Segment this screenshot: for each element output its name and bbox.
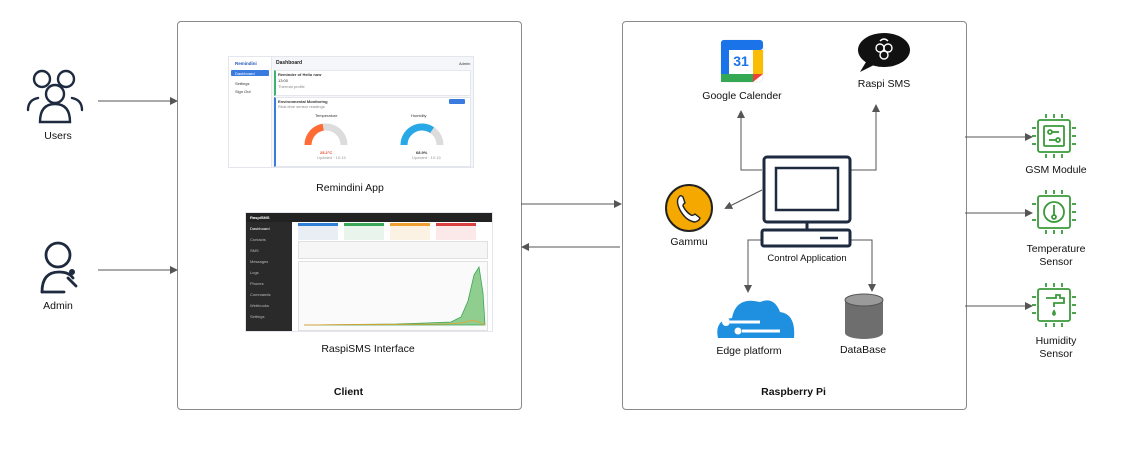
remindini-card1-title: Reminder of Hello now bbox=[278, 72, 322, 77]
gauge-fill-humidity bbox=[400, 123, 435, 146]
control-to-gammu-arrow bbox=[724, 189, 763, 209]
gsm-chip-icon bbox=[1032, 114, 1076, 158]
gsm-module-label: GSM Module bbox=[1025, 164, 1087, 176]
raspisms-nav-item[interactable]: Messages bbox=[250, 259, 269, 264]
raspisms-chart-area bbox=[303, 265, 486, 326]
users-label: Users bbox=[44, 130, 72, 142]
control-to-database-arrow bbox=[848, 239, 876, 292]
remindini-nav-dashboard[interactable]: Dashboard bbox=[235, 71, 255, 76]
remindini-gauge1-value: 25.2°C bbox=[320, 150, 333, 155]
phone-icon bbox=[665, 184, 713, 232]
raspisms-nav-item[interactable]: Dashboard bbox=[250, 226, 270, 231]
raspisms-nav-item[interactable]: SMS bbox=[250, 248, 259, 253]
remindini-nav-signout[interactable]: Sign Out bbox=[235, 89, 251, 94]
cloud-icon bbox=[717, 300, 795, 338]
raspisms-nav-item[interactable]: Settings bbox=[250, 314, 265, 319]
client-title: Client bbox=[333, 386, 364, 398]
raspisms-chart-line bbox=[303, 319, 486, 326]
admin-icon bbox=[40, 241, 78, 294]
raspisms-nav-item[interactable]: Webhooks bbox=[250, 303, 269, 308]
control-to-edge-arrow bbox=[744, 239, 764, 293]
raspisms-nav-item[interactable]: Phones bbox=[250, 281, 264, 286]
remindini-gauge1-label: Temperature bbox=[315, 113, 338, 118]
remindini-gauge1-sub: Updated · 10:15 bbox=[317, 155, 346, 160]
temperature-sensor-label-line1: Temperature bbox=[1026, 243, 1086, 255]
google-calendar-icon bbox=[720, 39, 764, 83]
computer-icon bbox=[760, 155, 852, 248]
remindini-gauge2-label: Humidity bbox=[411, 113, 427, 118]
google-calendar-day: 31 bbox=[733, 53, 749, 69]
remindini-reminder-card bbox=[274, 70, 471, 96]
raspisms-interface-label: RaspiSMS Interface bbox=[321, 343, 415, 355]
raspisms-chart bbox=[303, 265, 486, 326]
remindini-nav-active[interactable] bbox=[231, 70, 269, 76]
remindini-screenshot: Remindini Dashboard Settings Sign Out Da… bbox=[228, 56, 474, 168]
google-calendar-label: Google Calender bbox=[702, 90, 782, 102]
raspisms-topbar bbox=[246, 213, 492, 222]
temperature-sensor-label-line2: Sensor bbox=[1039, 256, 1073, 268]
raspisms-nav-item[interactable]: Contacts bbox=[250, 237, 266, 242]
database-label: DataBase bbox=[839, 344, 887, 356]
users-icon bbox=[26, 69, 84, 124]
remindini-gauge2-sub: Updated · 10:15 bbox=[412, 155, 441, 160]
thermometer-chip-icon bbox=[1032, 190, 1076, 234]
gauge-fill-temperature bbox=[304, 123, 325, 146]
faucet-chip-icon bbox=[1032, 283, 1076, 327]
gammu-label: Gammu bbox=[670, 236, 708, 248]
remindini-card2-sub: Real-time sensor readings bbox=[278, 104, 325, 109]
remindini-user[interactable]: Admin bbox=[459, 61, 471, 66]
remindini-refresh-button[interactable] bbox=[449, 99, 465, 104]
remindini-gauges bbox=[304, 123, 444, 146]
raspisms-sidebar bbox=[246, 222, 292, 331]
raspisms-stat-card bbox=[436, 223, 476, 240]
raspisms-stat-card bbox=[298, 223, 338, 240]
admin-label: Admin bbox=[43, 300, 73, 312]
control-application-label: Control Application bbox=[767, 253, 847, 264]
raspisms-brand: RaspiSMS bbox=[250, 215, 270, 220]
raspisms-nav-item[interactable]: Logs bbox=[250, 270, 259, 275]
remindini-nav-settings[interactable]: Settings bbox=[235, 81, 250, 86]
remindini-app-label: Remindini App bbox=[316, 182, 384, 194]
raspisms-stat-card bbox=[390, 223, 430, 240]
raspisms-nav-item[interactable]: Commands bbox=[250, 292, 271, 297]
humidity-sensor-label-line2: Sensor bbox=[1039, 348, 1073, 360]
control-to-raspisms-arrow bbox=[850, 104, 880, 171]
raspberry-pi-icon bbox=[858, 33, 910, 72]
database-icon bbox=[844, 293, 884, 339]
raspisms-stat-card bbox=[344, 223, 384, 240]
remindini-gauge2-value: 68.9% bbox=[416, 150, 428, 155]
remindini-card1-line1: 13:00 bbox=[278, 78, 289, 83]
control-to-google-arrow bbox=[737, 110, 762, 171]
raspi-sms-label: Raspi SMS bbox=[857, 78, 911, 90]
raspberry-pi-title: Raspberry Pi bbox=[761, 386, 826, 398]
remindini-brand: Remindini bbox=[235, 61, 257, 66]
remindini-card2-title: Environmental Monitoring bbox=[278, 99, 328, 104]
humidity-sensor-label-line1: Humidity bbox=[1035, 335, 1077, 347]
remindini-card1-line2: Thermal profile bbox=[278, 84, 305, 89]
remindini-page-title: Dashboard bbox=[276, 60, 303, 66]
edge-platform-label: Edge platform bbox=[716, 345, 782, 357]
raspisms-activity-panel bbox=[298, 241, 488, 259]
